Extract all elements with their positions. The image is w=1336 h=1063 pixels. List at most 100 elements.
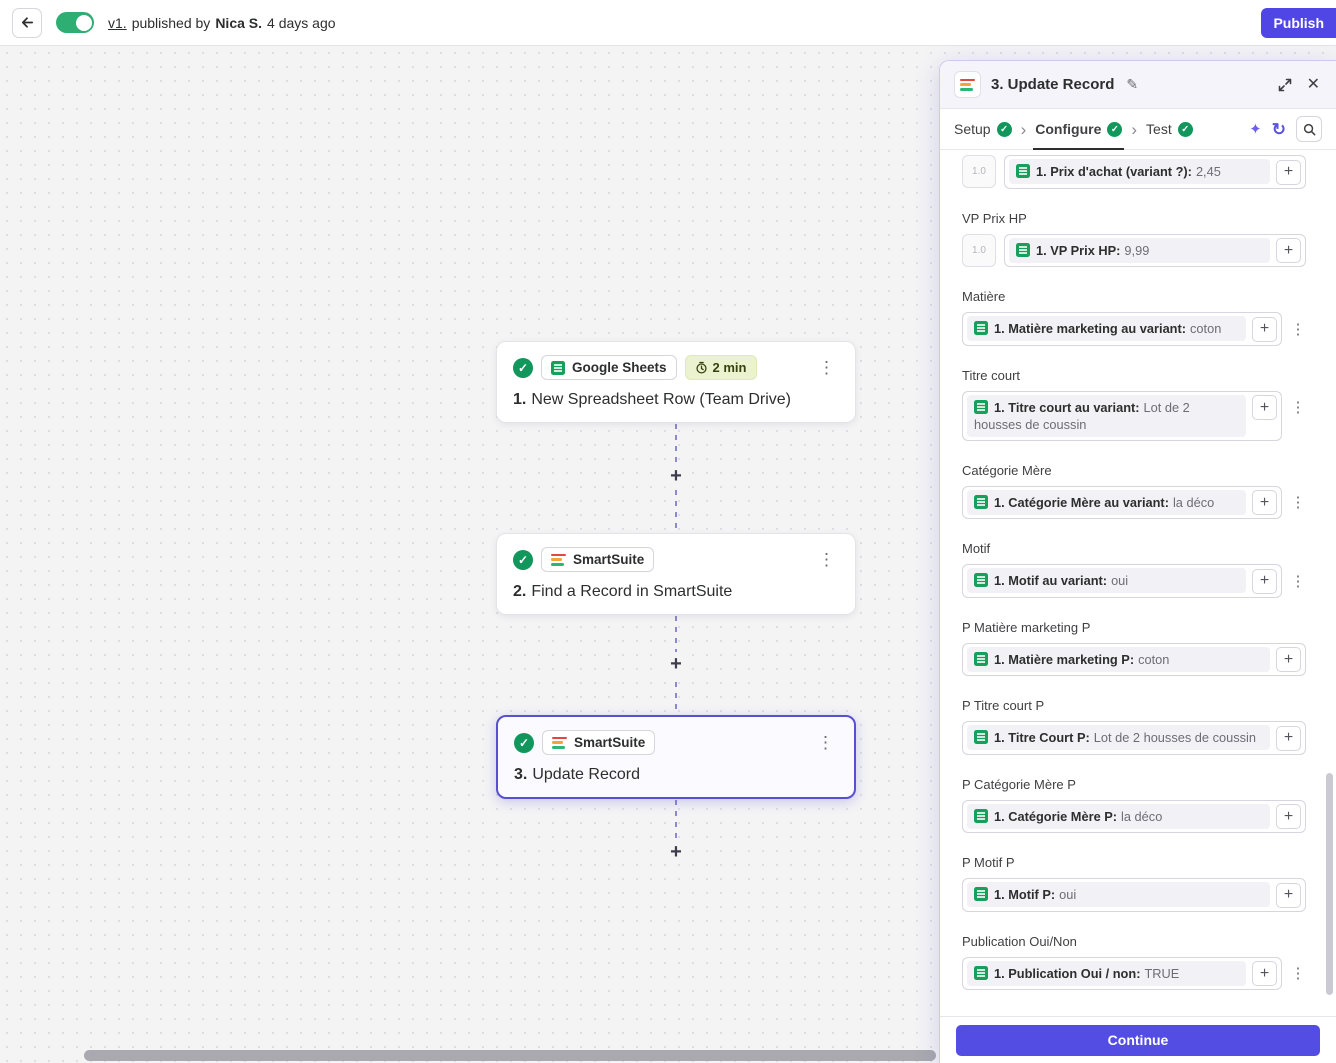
add-step-button[interactable]: + (664, 652, 688, 676)
mapped-value-token[interactable]: 1. Matière marketing P:coton (967, 646, 1270, 672)
panel-fields: 1.0 1. Prix d'achat (variant ?):2,45 + V… (940, 150, 1336, 1016)
field-input[interactable]: 1. Titre court au variant:Lot de 2 houss… (962, 390, 1282, 441)
panel-header: 3. Update Record ✎ ✕ (940, 61, 1336, 109)
mapped-value-token[interactable]: 1. VP Prix HP:9,99 (1009, 237, 1270, 263)
app-name: Google Sheets (572, 360, 667, 375)
field-label: P Titre court P (962, 698, 1045, 713)
step-card-3[interactable]: ✓ SmartSuite ⋮ 3.Update Record (496, 715, 856, 799)
add-step-button[interactable]: + (664, 840, 688, 864)
ai-assist-button[interactable]: ✦ (1249, 121, 1262, 138)
field-input[interactable]: 1. VP Prix HP:9,99 + (1004, 233, 1306, 267)
google-sheets-icon (1016, 164, 1030, 178)
close-panel-button[interactable]: ✕ (1306, 75, 1320, 93)
field-group: Matière 1. Matière marketing au variant:… (962, 289, 1306, 346)
mapped-value-token[interactable]: 1. Publication Oui / non:TRUE (967, 960, 1246, 986)
duration-text: 2 min (712, 360, 747, 375)
insert-data-button[interactable]: + (1252, 316, 1277, 342)
publish-button[interactable]: Publish (1261, 8, 1336, 38)
field-group: Titre court 1. Titre court au variant:Lo… (962, 368, 1306, 441)
google-sheets-icon (974, 965, 988, 980)
field-options-button[interactable]: ⋮ (1290, 312, 1306, 345)
step-menu-button[interactable]: ⋮ (813, 732, 838, 753)
field-label: VP Prix HP (962, 210, 1027, 226)
top-bar: v1. published by Nica S. 4 days ago Publ… (0, 0, 1336, 46)
mapped-value-token[interactable]: 1. Titre court au variant:Lot de 2 houss… (967, 394, 1246, 437)
token-value: oui (1059, 887, 1077, 902)
insert-data-button[interactable]: + (1276, 804, 1301, 829)
field-options-button[interactable]: ⋮ (1290, 957, 1306, 990)
insert-data-button[interactable]: + (1252, 961, 1277, 986)
insert-data-button[interactable]: + (1276, 238, 1301, 263)
token-value: TRUE (1144, 965, 1180, 981)
field-input[interactable]: 1. Titre Court P:Lot de 2 housses de cou… (962, 721, 1306, 755)
field-type-chip: 1.0 (962, 155, 996, 188)
token-label: 1. Matière marketing P: (994, 651, 1135, 667)
tab-configure[interactable]: Configure ✓ (1033, 109, 1125, 150)
canvas-horizontal-scrollbar[interactable] (84, 1050, 936, 1061)
field-options-button[interactable]: ⋮ (1290, 486, 1306, 519)
tab-test[interactable]: Test ✓ (1146, 109, 1193, 149)
step-card-1[interactable]: ✓ Google Sheets 2 min ⋮ 1.New Spreadshee… (496, 341, 856, 423)
step-menu-button[interactable]: ⋮ (814, 357, 839, 378)
mapped-value-token[interactable]: 1. Matière marketing au variant:coton (967, 316, 1246, 341)
mapped-value-token[interactable]: 1. Catégorie Mère au variant:la déco (967, 489, 1246, 515)
expand-panel-button[interactable] (1275, 75, 1295, 95)
field-group: P Catégorie Mère P 1. Catégorie Mère P:l… (962, 777, 1306, 833)
search-icon (1303, 123, 1315, 135)
zap-enabled-toggle[interactable] (56, 12, 94, 33)
field-input[interactable]: 1. Matière marketing P:coton + (962, 642, 1306, 676)
field-input[interactable]: 1. Publication Oui / non:TRUE + (962, 956, 1282, 990)
token-value: 9,99 (1124, 242, 1150, 258)
insert-data-button[interactable]: + (1276, 725, 1301, 751)
field-input[interactable]: 1. Prix d'achat (variant ?):2,45 + (1004, 155, 1306, 189)
mapped-value-token[interactable]: 1. Motif P:oui (967, 882, 1270, 907)
insert-data-button[interactable]: + (1276, 647, 1301, 672)
field-input[interactable]: 1. Matière marketing au variant:coton + (962, 312, 1282, 346)
step-card-2[interactable]: ✓ SmartSuite ⋮ 2.Find a Record in SmartS… (496, 533, 856, 615)
refresh-fields-button[interactable]: ↻ (1271, 119, 1286, 139)
field-input[interactable]: 1. Motif P:oui + (962, 878, 1306, 912)
mapped-value-token[interactable]: 1. Catégorie Mère P:la déco (967, 803, 1270, 829)
mapped-value-token[interactable]: 1. Titre Court P:Lot de 2 housses de cou… (967, 725, 1270, 750)
step-menu-button[interactable]: ⋮ (814, 549, 839, 570)
author-name: Nica S. (215, 14, 263, 31)
insert-data-button[interactable]: + (1252, 395, 1277, 420)
app-badge-smartsuite[interactable]: SmartSuite (542, 730, 656, 755)
published-by-text: published by (131, 14, 211, 31)
field-options-button[interactable]: ⋮ (1290, 391, 1306, 424)
back-button[interactable] (12, 7, 42, 38)
insert-data-button[interactable]: + (1276, 882, 1301, 908)
step-success-check-icon: ✓ (513, 549, 533, 570)
app-badge-smartsuite[interactable]: SmartSuite (541, 547, 655, 572)
panel-footer: Continue (940, 1016, 1336, 1063)
field-options-button[interactable]: ⋮ (1290, 564, 1306, 597)
duration-badge[interactable]: 2 min (684, 355, 757, 380)
app-badge-google-sheets[interactable]: Google Sheets (541, 355, 677, 380)
token-value: 2,45 (1195, 164, 1221, 179)
field-input[interactable]: 1. Motif au variant:oui + (962, 564, 1282, 598)
rename-step-button[interactable]: ✎ (1126, 76, 1139, 92)
add-step-button[interactable]: + (664, 464, 688, 488)
panel-vertical-scrollbar[interactable] (1326, 773, 1333, 995)
mapped-value-token[interactable]: 1. Motif au variant:oui (967, 568, 1246, 593)
insert-data-button[interactable]: + (1252, 568, 1277, 594)
insert-data-button[interactable]: + (1252, 490, 1277, 515)
version-link[interactable]: v1. (108, 14, 127, 31)
search-fields-button[interactable] (1296, 116, 1322, 142)
chevron-right-icon: › (1020, 119, 1027, 139)
step-connector (675, 800, 677, 858)
mapped-value-token[interactable]: 1. Prix d'achat (variant ?):2,45 (1009, 159, 1270, 184)
step-title: 2.Find a Record in SmartSuite (513, 583, 839, 601)
field-input[interactable]: 1. Catégorie Mère P:la déco + (962, 799, 1306, 833)
tab-label: Test (1146, 121, 1172, 137)
tab-setup[interactable]: Setup ✓ (954, 109, 1012, 149)
step-title: 1.New Spreadsheet Row (Team Drive) (513, 391, 839, 409)
field-input[interactable]: 1. Catégorie Mère au variant:la déco + (962, 485, 1282, 519)
insert-data-button[interactable]: + (1276, 159, 1301, 185)
app-name: SmartSuite (574, 735, 646, 750)
continue-button[interactable]: Continue (956, 1024, 1320, 1056)
field-group: P Titre court P 1. Titre Court P:Lot de … (962, 698, 1306, 755)
step-name: New Spreadsheet Row (Team Drive) (531, 391, 791, 408)
tab-label: Setup (954, 121, 991, 137)
